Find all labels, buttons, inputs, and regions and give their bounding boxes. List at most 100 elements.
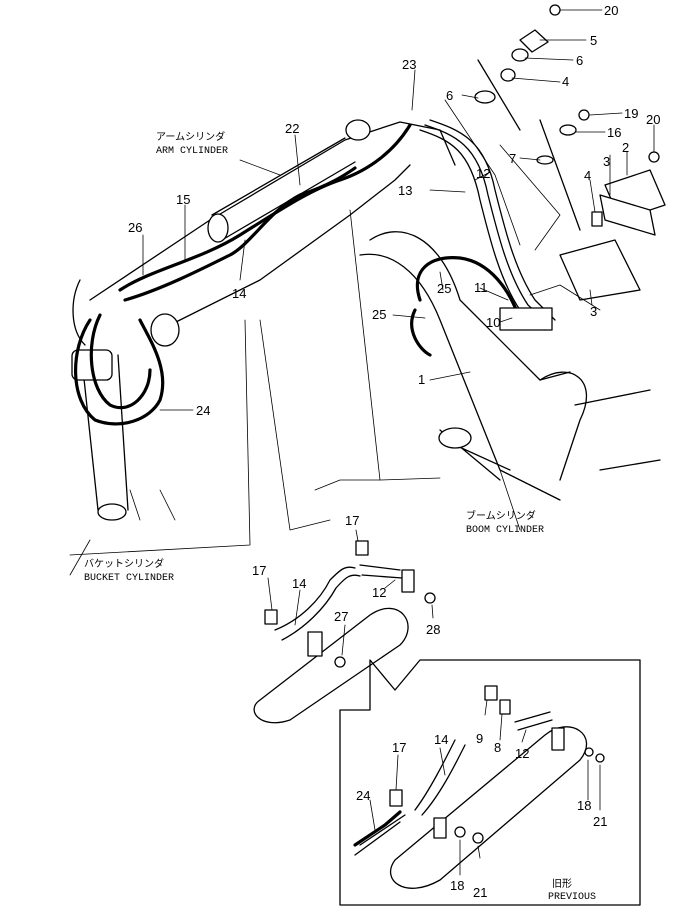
bucket-cylinder-body [81,354,129,511]
bolt-19 [578,109,590,121]
previous-box-frame [339,659,641,906]
prev-arm-plate [389,726,587,889]
arm-pivot [345,119,371,141]
detail-bolt-27 [334,656,346,668]
arm-hose-upper [118,123,412,292]
washer-16 [559,124,577,136]
callout-18: 18 [577,798,591,813]
prev-pipe-12 [514,711,553,731]
clamp-block-3a [599,194,656,236]
detail-bolt-28 [424,592,436,604]
prev-pipe-14 [414,739,466,816]
label-arm-en: ARM CYLINDER [156,146,228,157]
bolt-20a [549,4,561,16]
callout-20: 20 [604,3,618,18]
label-previous-jp: 旧形 [552,878,572,890]
callout-4b: 4 [584,168,591,183]
label-bucket-jp: バケットシリンダ [84,557,164,570]
callout-17c: 17 [392,740,406,755]
arm-foot-pivot [150,313,180,347]
prev-hose-24b [354,814,406,856]
callout-9: 9 [476,731,483,746]
callout-20b: 20 [646,112,660,127]
arm-upper-edge [89,121,456,301]
bolt-20b [648,151,660,163]
callout-12: 12 [476,166,490,181]
label-arm-jp: アームシリンダ [156,130,225,143]
base-frame [574,389,661,471]
callout-3b: 3 [590,304,597,319]
callout-28: 28 [426,622,440,637]
clamp-half-6b [474,90,496,104]
callout-3: 3 [603,154,610,169]
detail-pipe-14 [274,566,356,631]
callout-19: 19 [624,106,638,121]
boom-hose-25 [415,256,522,322]
callout-7: 7 [509,151,516,166]
callout-12b: 12 [372,585,386,600]
callout-21b: 21 [473,885,487,900]
callout-11: 11 [474,280,488,295]
callout-17: 17 [345,513,359,528]
prev-washer-18b [584,747,594,757]
boom-upper-edge [369,231,571,381]
callout-14b: 14 [292,576,306,591]
detail-pipe-14b [281,574,361,641]
pipe-stub-b [539,119,581,231]
boom-assembly [359,119,661,501]
prev-nut-21 [472,832,484,844]
boom-clamp-block [499,307,553,331]
callout-14c: 14 [434,732,448,747]
label-boom-en: BOOM CYLINDER [466,525,544,536]
callout-13: 13 [398,183,412,198]
bucket-cylinder-assembly [71,313,180,521]
label-boom-jp: ブームシリンダ [466,509,536,522]
clamp-parts-top [474,4,666,301]
callout-23: 23 [402,57,416,72]
assembly-labels: アームシリンダ ARM CYLINDER ブームシリンダ BOOM CYLIND… [84,130,596,903]
detail-bracket-b [307,631,323,657]
callout-6: 6 [576,53,583,68]
callout-2: 2 [622,140,629,155]
boom-pipe-13 [419,129,546,331]
callout-26: 26 [128,220,142,235]
prev-washer-18 [454,826,466,838]
detail-clamp-17a [355,540,369,556]
boom-foot [539,371,587,481]
boom-lower-edge [359,253,561,501]
prev-hose-24 [353,810,402,847]
clamp-bushing-4a [500,68,516,82]
clamp-plate-5 [519,29,549,53]
callout-12c: 12 [515,746,529,761]
callout-24: 24 [196,403,210,418]
boom-hose-25b [410,308,432,357]
detail-arm-plate [253,607,409,724]
boom-cylinder-end [438,427,472,449]
callout-24b: 24 [356,788,370,803]
boom-pipe-13c [429,119,556,321]
callout-10: 10 [486,315,500,330]
detail-clamp-17b [264,609,278,625]
previous-detail-box [339,659,641,906]
arm-lower-edge [159,164,411,331]
prev-bracket [433,817,447,839]
callout-numbers: 20 5 6 4 6 23 19 16 20 7 12 3 2 4 13 22 … [128,3,660,900]
callout-18b: 18 [450,878,464,893]
detail-pipe-12 [359,564,403,579]
bucket-hose-b [89,313,152,410]
prev-bracket-b [551,727,565,751]
callout-27: 27 [334,609,348,624]
bucket-hose-a [73,318,165,426]
arm-cylinder [211,137,356,241]
callout-6b: 6 [446,88,453,103]
arm-hose-lower [123,166,357,302]
callout-1: 1 [418,372,425,387]
arm-assembly [72,119,456,346]
callout-17b: 17 [252,563,266,578]
callout-14: 14 [232,286,246,301]
callout-15: 15 [176,192,190,207]
pipe-stub [477,59,521,131]
detail-hose-clamp [253,529,436,724]
prev-nut-21b [595,753,605,763]
